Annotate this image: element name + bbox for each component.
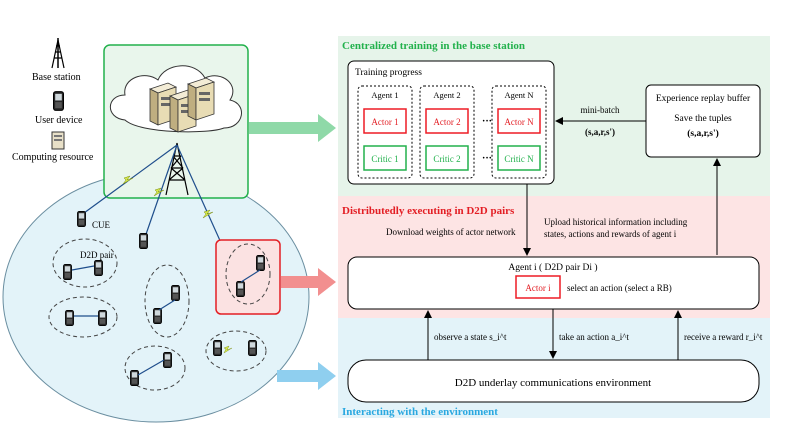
actor-1-box [363,108,407,134]
actor-i-box [515,275,561,299]
select-action-label: select an action (select a RB) [567,283,672,293]
ellipsis-critics: ··· [482,153,492,164]
upload-line2: states, actions and rewards of agent i [544,229,677,239]
green-arrow [249,114,336,142]
replay-buffer-save: Save the tuples [674,114,732,124]
legend-user-device: User device [35,115,83,126]
actor-1-label: Actor 1 [371,117,398,127]
cue-device [77,211,86,227]
agent-2-group: Agent 2 Actor 2 Critic 2 [419,85,475,179]
environment-box [347,359,760,403]
agent-n-label: Agent N [504,90,533,100]
minibatch-tuple: (s,a,r,s') [585,127,615,137]
user-device [139,233,148,249]
agent-1-group: Agent 1 Actor 1 Critic 1 [357,85,413,179]
tower-icon [165,142,189,196]
d2d-pairs: D2D pair [48,238,267,391]
server-icon [51,131,65,150]
base-station-icon [51,38,65,69]
critic-2-box [425,145,469,171]
agent-i-label: Agent i ( D2D pair Di ) [508,262,597,273]
agent-1-label: Agent 1 [371,90,398,100]
signal-bolts [122,175,214,219]
actor-2-box [425,108,469,134]
ellipsis-actors: ··· [482,116,492,127]
critic-n-box [497,145,541,171]
legend-computing-resource: Computing resource [12,152,94,163]
actor-n-label: Actor N [504,117,534,127]
actor-i-label: Actor i [525,283,551,293]
executing-title: Distributedly executing in D2D pairs [342,205,515,217]
legend: Base station User device Computing resou… [12,38,94,163]
minibatch-label: mini-batch [581,105,620,115]
receive-reward-label: receive a reward r_i^t [684,332,763,342]
replay-buffer-tuple: (s,a,r,s') [687,128,719,139]
critic-2-label: Critic 2 [433,154,460,164]
actor-n-box [497,108,541,134]
critic-n-label: Critic N [504,154,534,164]
user-device-icon [53,91,64,111]
agent-n-group: Agent N Actor N Critic N [491,85,547,179]
environment-label: D2D underlay communications environment [455,377,651,389]
legend-base-station: Base station [32,72,81,83]
agent-2-label: Agent 2 [433,90,460,100]
critic-1-label: Critic 1 [371,154,398,164]
cue-label: CUE [92,220,111,230]
blue-arrow [277,362,336,390]
interacting-title: Interacting with the environment [342,406,498,418]
observe-label: observe a state s_i^t [434,332,507,342]
take-action-label: take an action a_i^t [559,332,629,342]
server-rack-icon [148,77,216,133]
replay-buffer-title: Experience replay buffer [656,93,751,104]
upload-line1: Upload historical information including [544,217,688,227]
training-progress-label: Training progress [355,68,422,78]
download-label: Download weights of actor network [386,227,516,237]
critic-1-box [363,145,407,171]
red-arrow [281,268,336,296]
training-title: Centralized training in the base station [342,40,525,52]
d2d-pair-label: D2D pair [80,250,114,260]
actor-2-label: Actor 2 [433,117,460,127]
